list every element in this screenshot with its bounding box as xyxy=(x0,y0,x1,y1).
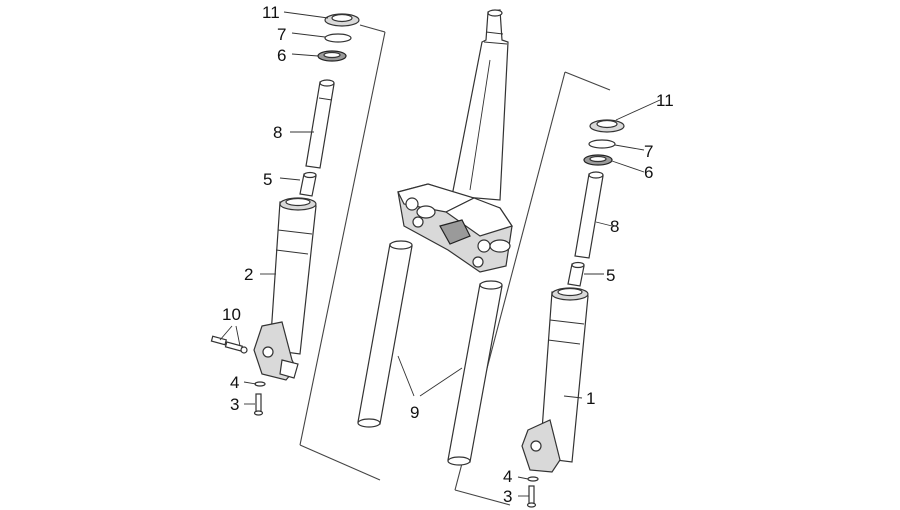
right-washer-4 xyxy=(527,476,539,482)
callout-right-4: 4 xyxy=(503,467,512,486)
left-spring xyxy=(305,79,335,169)
fork-tube-right xyxy=(447,280,503,466)
callout-left-8: 8 xyxy=(273,123,282,142)
left-slider xyxy=(253,197,317,381)
left-oil-seal xyxy=(317,50,347,62)
left-bolt-3 xyxy=(253,393,264,416)
left-washer-4 xyxy=(254,381,266,387)
fork-tube-left xyxy=(357,240,413,428)
right-dust-seal xyxy=(589,119,625,133)
right-bushing xyxy=(567,261,585,287)
left-circlip xyxy=(324,33,352,43)
callouts-right: 11 7 6 8 5 1 4 3 xyxy=(503,91,674,506)
callouts-left: 11 7 6 8 5 2 10 4 3 xyxy=(222,3,286,414)
callout-left-10: 10 xyxy=(222,305,241,324)
callout-right-3: 3 xyxy=(503,487,512,506)
callout-left-4: 4 xyxy=(230,373,239,392)
triple-clamp xyxy=(397,183,513,273)
callout-right-7: 7 xyxy=(644,142,653,161)
callout-right-1: 1 xyxy=(586,389,595,408)
right-slider xyxy=(521,287,589,473)
left-screws-10 xyxy=(210,335,248,354)
callout-center-9: 9 xyxy=(410,403,419,422)
callout-right-5: 5 xyxy=(606,266,615,285)
right-oil-seal xyxy=(583,154,613,166)
left-bushing xyxy=(299,171,317,197)
callout-left-7: 7 xyxy=(277,25,286,44)
right-bolt-3 xyxy=(526,485,537,508)
callout-left-2: 2 xyxy=(244,265,253,284)
callout-left-5: 5 xyxy=(263,170,272,189)
callout-right-11: 11 xyxy=(656,91,674,110)
callouts-center: 9 xyxy=(410,403,419,422)
steering-stem xyxy=(451,9,509,201)
callout-left-6: 6 xyxy=(277,46,286,65)
callout-right-8: 8 xyxy=(610,217,619,236)
callout-right-6: 6 xyxy=(644,163,653,182)
right-spring xyxy=(574,171,604,259)
callout-left-11: 11 xyxy=(262,3,280,22)
callout-left-3: 3 xyxy=(230,395,239,414)
leader-lines xyxy=(219,11,661,497)
left-assembly-guide-lines xyxy=(299,24,386,481)
right-circlip xyxy=(588,139,616,149)
left-dust-seal xyxy=(324,13,360,27)
